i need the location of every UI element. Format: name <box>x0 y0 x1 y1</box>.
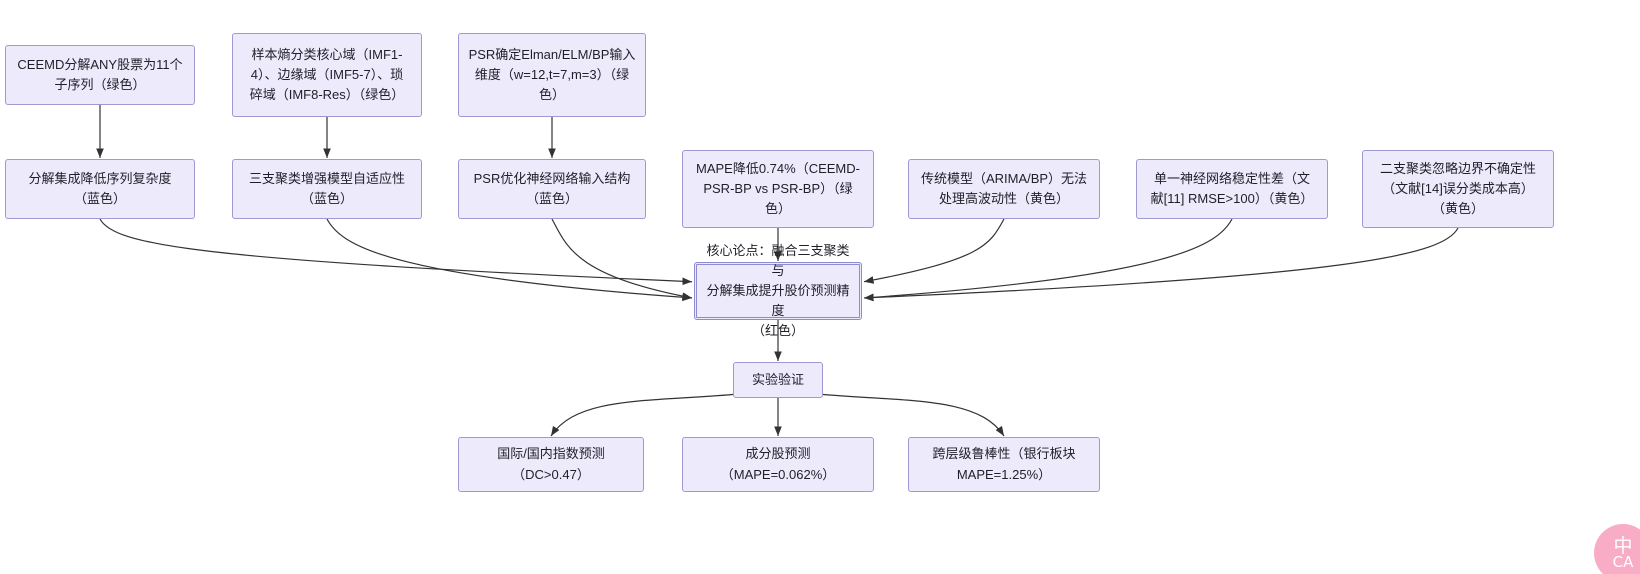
watermark-badge: 中 CA <box>1594 524 1640 574</box>
node-label: CEEMD分解ANY股票为11个 子序列（绿色） <box>15 55 185 95</box>
edge-arima-to-core <box>864 219 1004 282</box>
edge-twoway-to-core <box>864 228 1458 298</box>
edge-single-to-core <box>864 219 1232 298</box>
node-core[interactable]: 核心论点：融合三支聚类与 分解集成提升股价预测精度 （红色） <box>694 262 862 320</box>
node-mape[interactable]: MAPE降低0.74%（CEEMD- PSR-BP vs PSR-BP）（绿 色… <box>682 150 874 228</box>
node-label: PSR确定Elman/ELM/BP输入 维度（w=12,t=7,m=3）（绿 色… <box>468 45 636 105</box>
node-arima[interactable]: 传统模型（ARIMA/BP）无法 处理高波动性（黄色） <box>908 159 1100 219</box>
node-label: 单一神经网络稳定性差（文 献[11] RMSE>100）（黄色） <box>1146 169 1318 209</box>
node-label: 国际/国内指数预测 （DC>0.47） <box>468 444 634 484</box>
edge-threeway-to-core <box>327 219 692 298</box>
edge-decomp-to-core <box>100 219 692 282</box>
node-exp[interactable]: 实验验证 <box>733 362 823 398</box>
edge-exp-to-index <box>551 394 739 436</box>
node-robust[interactable]: 跨层级鲁棒性（银行板块 MAPE=1.25%） <box>908 437 1100 492</box>
edge-exp-to-robust <box>817 394 1004 436</box>
node-label: 核心论点：融合三支聚类与 分解集成提升股价预测精度 （红色） <box>704 241 852 342</box>
node-psr[interactable]: PSR确定Elman/ELM/BP输入 维度（w=12,t=7,m=3）（绿 色… <box>458 33 646 117</box>
edge-psropt-to-core <box>552 219 692 298</box>
node-label: 三支聚类增强模型自适应性 （蓝色） <box>242 169 412 209</box>
node-ceemd[interactable]: CEEMD分解ANY股票为11个 子序列（绿色） <box>5 45 195 105</box>
watermark-line2: CA <box>1613 555 1634 570</box>
node-label: 实验验证 <box>743 370 813 390</box>
node-label: 成分股预测 （MAPE=0.062%） <box>692 444 864 484</box>
node-stock[interactable]: 成分股预测 （MAPE=0.062%） <box>682 437 874 492</box>
node-label: 跨层级鲁棒性（银行板块 MAPE=1.25%） <box>918 444 1090 484</box>
node-label: 传统模型（ARIMA/BP）无法 处理高波动性（黄色） <box>918 169 1090 209</box>
node-decomp[interactable]: 分解集成降低序列复杂度 （蓝色） <box>5 159 195 219</box>
node-label: MAPE降低0.74%（CEEMD- PSR-BP vs PSR-BP）（绿 色… <box>692 159 864 219</box>
node-label: 二支聚类忽略边界不确定性 （文献[14]误分类成本高） （黄色） <box>1372 159 1544 219</box>
node-label: 分解集成降低序列复杂度 （蓝色） <box>15 169 185 209</box>
node-psropt[interactable]: PSR优化神经网络输入结构 （蓝色） <box>458 159 646 219</box>
node-threeway[interactable]: 三支聚类增强模型自适应性 （蓝色） <box>232 159 422 219</box>
node-label: 样本熵分类核心域（IMF1- 4）、边缘域（IMF5-7）、琐 碎域（IMF8-… <box>242 45 412 105</box>
node-index[interactable]: 国际/国内指数预测 （DC>0.47） <box>458 437 644 492</box>
node-label: PSR优化神经网络输入结构 （蓝色） <box>468 169 636 209</box>
node-single[interactable]: 单一神经网络稳定性差（文 献[11] RMSE>100）（黄色） <box>1136 159 1328 219</box>
node-sampen[interactable]: 样本熵分类核心域（IMF1- 4）、边缘域（IMF5-7）、琐 碎域（IMF8-… <box>232 33 422 117</box>
node-twoway[interactable]: 二支聚类忽略边界不确定性 （文献[14]误分类成本高） （黄色） <box>1362 150 1554 228</box>
